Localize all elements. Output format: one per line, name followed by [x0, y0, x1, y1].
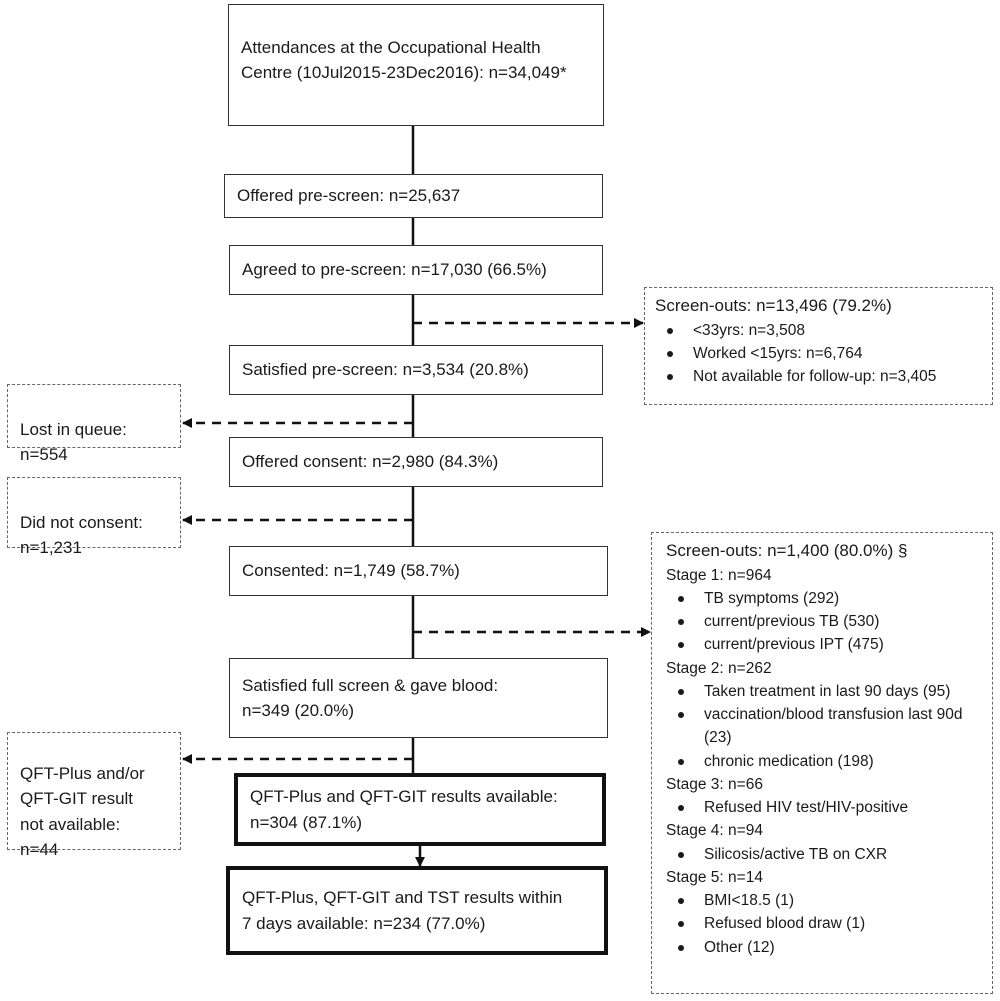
box-offered-consent-label: Offered consent: n=2,980 (84.3%): [242, 452, 499, 472]
list-item: Refused blood draw (1): [666, 912, 982, 935]
box-all-results-available: QFT-Plus, QFT-GIT and TST results within…: [226, 866, 608, 955]
box-attendances: Attendances at the Occupational Health C…: [228, 4, 604, 126]
box-satisfied-full-screen: Satisfied full screen & gave blood: n=34…: [229, 658, 608, 738]
box-screenouts-fullscreen: Screen-outs: n=1,400 (80.0%) § Stage 1: …: [651, 532, 993, 994]
stage2-heading: Stage 2: n=262: [666, 659, 772, 677]
box-agreed-prescreen-label: Agreed to pre-screen: n=17,030 (66.5%): [242, 260, 547, 280]
list-item: vaccination/blood transfusion last 90d (…: [666, 703, 982, 750]
list-item: BMI<18.5 (1): [666, 889, 982, 912]
list-item: current/previous TB (530): [666, 610, 982, 633]
list-item: current/previous IPT (475): [666, 633, 982, 656]
box-offered-prescreen-label: Offered pre-screen: n=25,637: [237, 186, 461, 206]
box-lost-in-queue-label: Lost in queue: n=554: [20, 419, 127, 465]
box-all-results-available-label: QFT-Plus, QFT-GIT and TST results within…: [242, 888, 563, 933]
list-item: Worked <15yrs: n=6,764: [655, 342, 982, 365]
box-attendances-label: Attendances at the Occupational Health C…: [241, 37, 567, 83]
stage4-list: Silicosis/active TB on CXR: [666, 843, 982, 866]
box-satisfied-prescreen-label: Satisfied pre-screen: n=3,534 (20.8%): [242, 360, 529, 380]
box-offered-prescreen: Offered pre-screen: n=25,637: [224, 174, 603, 218]
box-screenouts-prescreen: Screen-outs: n=13,496 (79.2%) <33yrs: n=…: [644, 287, 993, 405]
stage1-heading: Stage 1: n=964: [666, 566, 772, 584]
stage5-list: BMI<18.5 (1) Refused blood draw (1) Othe…: [666, 889, 982, 959]
box-consented-label: Consented: n=1,749 (58.7%): [242, 561, 460, 581]
stage3-heading: Stage 3: n=66: [666, 775, 763, 793]
list-item: Silicosis/active TB on CXR: [666, 843, 982, 866]
list-item: chronic medication (198): [666, 750, 982, 773]
screenouts-prescreen-list: <33yrs: n=3,508 Worked <15yrs: n=6,764 N…: [655, 319, 982, 389]
box-qft-results-available-label: QFT-Plus and QFT-GIT results available: …: [250, 787, 558, 832]
list-item: TB symptoms (292): [666, 587, 982, 610]
box-qft-not-available: QFT-Plus and/or QFT-GIT result not avail…: [7, 732, 181, 859]
list-item: Other (12): [666, 936, 982, 959]
stage3-list: Refused HIV test/HIV-positive: [666, 796, 982, 819]
box-did-not-consent-label: Did not consent: n=1,231: [20, 512, 143, 558]
box-satisfied-full-screen-label: Satisfied full screen & gave blood: n=34…: [242, 675, 499, 721]
screenouts-prescreen-title: Screen-outs: n=13,496 (79.2%): [655, 296, 892, 315]
box-qft-results-available: QFT-Plus and QFT-GIT results available: …: [234, 773, 606, 846]
stage2-list: Taken treatment in last 90 days (95) vac…: [666, 680, 982, 773]
list-item: Not available for follow-up: n=3,405: [655, 365, 982, 388]
box-consented: Consented: n=1,749 (58.7%): [229, 546, 608, 596]
list-item: <33yrs: n=3,508: [655, 319, 982, 342]
box-offered-consent: Offered consent: n=2,980 (84.3%): [229, 437, 603, 487]
stage4-heading: Stage 4: n=94: [666, 822, 763, 840]
box-agreed-prescreen: Agreed to pre-screen: n=17,030 (66.5%): [229, 245, 603, 295]
stage5-heading: Stage 5: n=14: [666, 868, 763, 886]
stage1-list: TB symptoms (292) current/previous TB (5…: [666, 587, 982, 657]
screenouts-fullscreen-title: Screen-outs: n=1,400 (80.0%) §: [666, 541, 908, 560]
box-did-not-consent: Did not consent: n=1,231: [7, 477, 181, 557]
box-satisfied-prescreen: Satisfied pre-screen: n=3,534 (20.8%): [229, 345, 603, 395]
list-item: Refused HIV test/HIV-positive: [666, 796, 982, 819]
list-item: Taken treatment in last 90 days (95): [666, 680, 982, 703]
box-qft-not-available-label: QFT-Plus and/or QFT-GIT result not avail…: [20, 763, 145, 860]
box-lost-in-queue: Lost in queue: n=554: [7, 384, 181, 464]
